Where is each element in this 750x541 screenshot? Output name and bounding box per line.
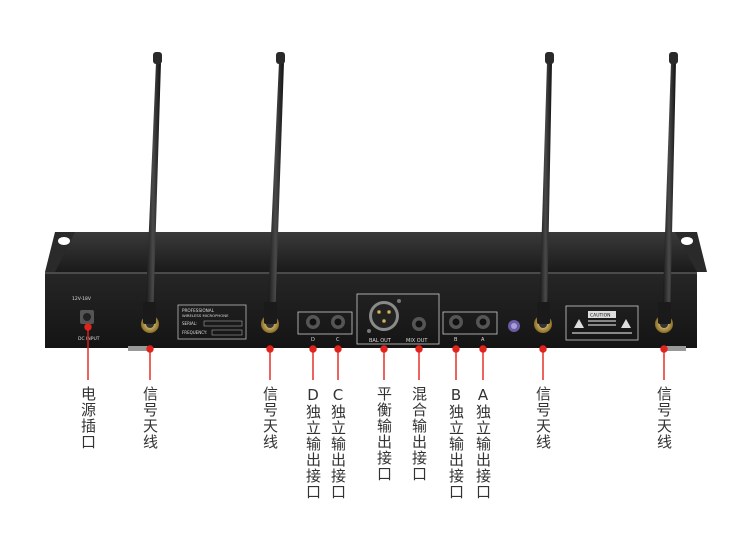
svg-text:B: B <box>454 337 458 343</box>
svg-text:A: A <box>481 337 485 343</box>
svg-text:MIX OUT: MIX OUT <box>406 338 428 344</box>
foot-left <box>128 346 150 351</box>
antenna-3 <box>537 52 554 324</box>
balanced-mix-block: BAL OUT MIX OUT <box>356 293 440 345</box>
antenna-1 <box>143 52 162 324</box>
label-antenna-3: 信号天线 <box>534 386 552 450</box>
label-out-d-letter: D <box>304 386 322 405</box>
label-antenna-1: 信号天线 <box>141 386 159 450</box>
svg-text:SERIAL:: SERIAL: <box>182 321 197 326</box>
foot-right <box>664 346 686 351</box>
label-out-b-letter: B <box>447 386 465 405</box>
output-jacks-dc: D C <box>297 311 353 343</box>
label-out-a-letter: A <box>474 386 492 405</box>
svg-text:12V-18V: 12V-18V <box>72 296 92 302</box>
chassis-top <box>55 232 697 272</box>
svg-text:D: D <box>311 337 315 343</box>
svg-text:C: C <box>336 337 340 343</box>
antenna-2 <box>264 52 285 324</box>
label-out-b: 独立输出接口 <box>447 404 465 500</box>
antenna-4 <box>658 52 678 324</box>
label-out-d: 独立输出接口 <box>304 404 322 500</box>
label-out-a: 独立输出接口 <box>474 404 492 500</box>
svg-text:DC INPUT: DC INPUT <box>78 336 100 342</box>
label-antenna-4: 信号天线 <box>655 386 673 450</box>
svg-text:WIRELESS MICROPHONE: WIRELESS MICROPHONE <box>182 313 229 318</box>
label-out-c: 独立输出接口 <box>329 404 347 500</box>
label-mix-out: 混合输出接口 <box>410 386 428 482</box>
label-balanced-out: 平衡输出接口 <box>375 386 393 482</box>
caution-plate: CAUTION <box>565 305 639 341</box>
svg-text:CAUTION: CAUTION <box>590 313 611 319</box>
label-out-c-letter: C <box>329 386 347 405</box>
svg-text:BAL OUT: BAL OUT <box>369 338 392 344</box>
svg-text:FREQUENCY:: FREQUENCY: <box>182 330 207 335</box>
power-jack: 12V-18V DC INPUT <box>72 296 100 342</box>
output-jacks-ba: B A <box>442 311 498 343</box>
callout-lines <box>84 323 668 380</box>
label-power-jack: 电源插口 <box>79 386 97 450</box>
svg-text:PROFESSIONAL: PROFESSIONAL <box>182 308 215 313</box>
info-plate: PROFESSIONAL WIRELESS MICROPHONE SERIAL:… <box>177 304 247 340</box>
label-antenna-2: 信号天线 <box>261 386 279 450</box>
certification-badge <box>508 320 520 332</box>
